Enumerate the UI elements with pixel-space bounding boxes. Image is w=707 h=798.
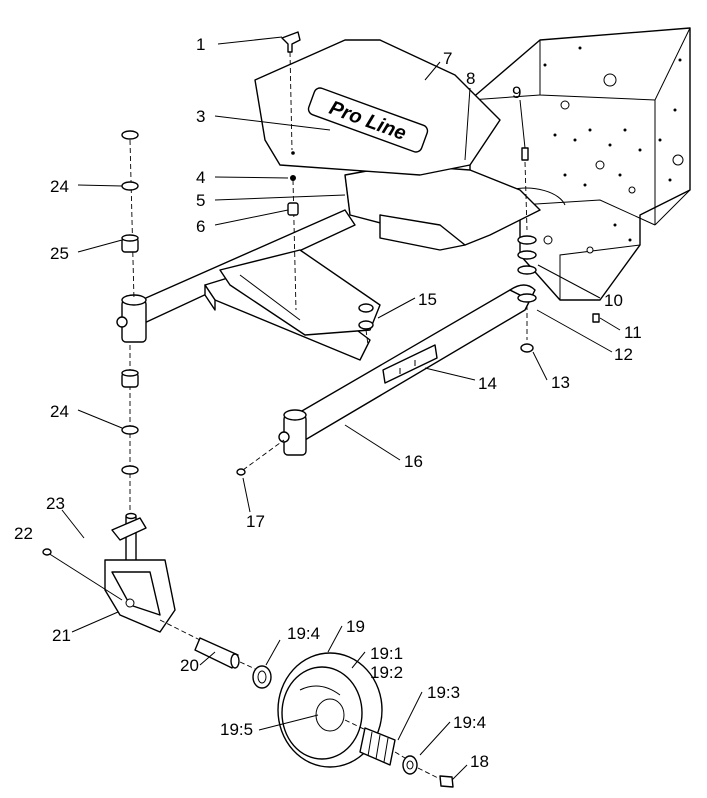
callout-1: 1 xyxy=(196,35,206,54)
callout-12: 12 xyxy=(614,345,633,364)
callout-14: 14 xyxy=(478,374,497,393)
callout-23: 23 xyxy=(46,494,65,513)
callout-20: 20 xyxy=(180,656,199,675)
callout-24-top: 24 xyxy=(50,177,69,196)
callout-19: 19 xyxy=(346,617,365,636)
callout-22: 22 xyxy=(14,524,33,543)
seat-panel: Pro Line xyxy=(254,39,501,176)
callout-8: 8 xyxy=(466,69,476,88)
callout-19-2: 19:2 xyxy=(370,663,404,682)
callout-5: 5 xyxy=(196,191,206,210)
callout-15: 15 xyxy=(418,290,437,309)
main-frame xyxy=(116,209,536,456)
engine-deck-frame xyxy=(469,27,691,301)
callout-3: 3 xyxy=(196,107,206,126)
callout-19-3: 19:3 xyxy=(427,683,461,702)
callout-7: 7 xyxy=(443,49,453,68)
callout-4: 4 xyxy=(196,168,206,187)
callout-13: 13 xyxy=(551,373,570,392)
callout-19-4-left: 19:4 xyxy=(287,624,321,643)
callout-17: 17 xyxy=(246,512,265,531)
support-plate xyxy=(344,164,541,251)
callout-19-4-right: 19:4 xyxy=(453,713,487,732)
callout-16: 16 xyxy=(404,452,423,471)
caster-fork xyxy=(42,512,176,633)
leader-lines xyxy=(61,36,621,781)
callout-6: 6 xyxy=(196,217,206,236)
callout-18: 18 xyxy=(470,752,489,771)
wheel-assembly xyxy=(159,619,454,788)
callout-11: 11 xyxy=(624,323,642,342)
callout-24-bottom: 24 xyxy=(50,402,69,421)
callout-19-1: 19:1 xyxy=(370,644,404,663)
callout-25: 25 xyxy=(50,244,69,263)
callout-21: 21 xyxy=(52,626,71,645)
callout-10: 10 xyxy=(604,291,623,310)
callout-19-5: 19:5 xyxy=(220,720,254,739)
callout-9: 9 xyxy=(512,83,522,102)
hardware xyxy=(121,31,600,515)
